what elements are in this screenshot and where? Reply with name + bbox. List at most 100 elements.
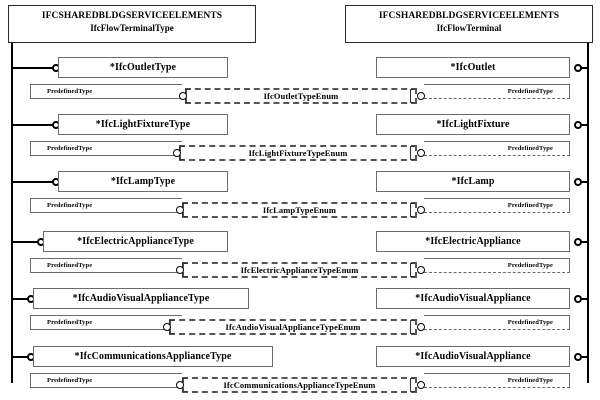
attribute-compartment-right-1: PredefinedType [424, 84, 570, 99]
class-box-left-5[interactable]: *IfcAudioVisualApplianceType [33, 288, 249, 309]
class-name-label: *IfcElectricAppliance [425, 236, 521, 247]
package-schema-name-right: IFCSHAREDBLDGSERVICEELEMENTS [378, 11, 560, 21]
class-box-right-5[interactable]: *IfcAudioVisualAppliance [376, 288, 570, 309]
enum-label: IfcLightFixtureTypeEnum [248, 148, 348, 158]
attribute-compartment-left-4: PredefinedType [30, 258, 182, 273]
attribute-compartment-left-5: PredefinedType [30, 315, 182, 330]
enum-box-6[interactable]: IfcCommunicationsApplianceTypeEnum [182, 377, 417, 393]
attribute-compartment-left-6: PredefinedType [30, 373, 182, 388]
generalization-stub-left-3 [11, 181, 56, 183]
package-root-class-right: IfcFlowTerminal [436, 22, 502, 33]
attribute-compartment-left-3: PredefinedType [30, 198, 182, 213]
enum-box-3[interactable]: IfcLampTypeEnum [182, 202, 417, 218]
generalization-trunk-left [11, 43, 13, 383]
class-box-right-4[interactable]: *IfcElectricAppliance [376, 231, 570, 252]
class-box-left-2[interactable]: *IfcLightFixtureType [58, 114, 228, 135]
package-schema-name-left: IFCSHAREDBLDGSERVICEELEMENTS [41, 11, 223, 21]
attribute-label: PredefinedType [507, 145, 553, 152]
enum-label: IfcOutletTypeEnum [263, 91, 339, 101]
generalization-stub-left-1 [11, 67, 56, 69]
class-name-label: *IfcOutlet [450, 62, 496, 73]
attribute-label: PredefinedType [507, 262, 553, 269]
class-name-label: *IfcAudioVisualApplianceType [72, 293, 210, 304]
association-end-right-2 [417, 149, 425, 157]
generalization-stub-right-2 [580, 124, 589, 126]
class-name-label: *IfcLightFixtureType [95, 119, 191, 130]
attribute-label: PredefinedType [507, 319, 553, 326]
generalization-endpoint-right-5 [574, 295, 582, 303]
association-end-left-1 [179, 92, 187, 100]
attribute-label: PredefinedType [47, 145, 93, 152]
class-name-label: *IfcLightFixture [436, 119, 510, 130]
association-bracket-right-1 [410, 89, 415, 103]
attribute-compartment-right-5: PredefinedType [424, 315, 570, 330]
class-box-right-1[interactable]: *IfcOutlet [376, 57, 570, 78]
generalization-stub-right-3 [580, 181, 589, 183]
attribute-label: PredefinedType [47, 377, 93, 384]
attribute-compartment-left-2: PredefinedType [30, 141, 182, 156]
attribute-label: PredefinedType [47, 88, 93, 95]
attribute-compartment-right-6: PredefinedType [424, 373, 570, 388]
association-end-left-4 [176, 266, 184, 274]
attribute-compartment-right-3: PredefinedType [424, 198, 570, 213]
generalization-endpoint-right-6 [574, 353, 582, 361]
generalization-endpoint-right-3 [574, 178, 582, 186]
class-name-label: *IfcAudioVisualAppliance [415, 351, 531, 362]
association-bracket-right-6 [410, 378, 415, 392]
package-root-class-left: IfcFlowTerminalType [90, 22, 174, 33]
enum-box-4[interactable]: IfcElectricApplianceTypeEnum [182, 262, 417, 278]
association-end-right-6 [417, 381, 425, 389]
association-end-left-3 [176, 206, 184, 214]
association-bracket-right-5 [410, 320, 415, 334]
class-name-label: *IfcCommunicationsApplianceType [74, 351, 232, 362]
class-box-right-3[interactable]: *IfcLamp [376, 171, 570, 192]
class-box-right-2[interactable]: *IfcLightFixture [376, 114, 570, 135]
association-bracket-right-2 [410, 146, 415, 160]
association-end-right-3 [417, 206, 425, 214]
association-end-right-1 [417, 92, 425, 100]
association-bracket-right-3 [410, 203, 415, 217]
enum-box-2[interactable]: IfcLightFixtureTypeEnum [179, 145, 417, 161]
association-end-left-5 [163, 323, 171, 331]
class-box-left-6[interactable]: *IfcCommunicationsApplianceType [33, 346, 273, 367]
attribute-label: PredefinedType [507, 88, 553, 95]
association-bracket-right-4 [410, 263, 415, 277]
generalization-endpoint-right-2 [574, 121, 582, 129]
association-end-left-6 [176, 381, 184, 389]
class-name-label: *IfcAudioVisualAppliance [415, 293, 531, 304]
generalization-stub-left-2 [11, 124, 56, 126]
attribute-label: PredefinedType [507, 377, 553, 384]
class-name-label: *IfcElectricApplianceType [77, 236, 194, 247]
generalization-endpoint-right-4 [574, 238, 582, 246]
association-end-right-5 [417, 323, 425, 331]
enum-box-5[interactable]: IfcAudioVisualApplianceTypeEnum [169, 319, 417, 335]
attribute-label: PredefinedType [47, 262, 93, 269]
class-box-right-6[interactable]: *IfcAudioVisualAppliance [376, 346, 570, 367]
enum-label: IfcAudioVisualApplianceTypeEnum [225, 322, 361, 332]
class-box-left-4[interactable]: *IfcElectricApplianceType [43, 231, 228, 252]
class-box-left-1[interactable]: *IfcOutletType [58, 57, 228, 78]
attribute-label: PredefinedType [47, 202, 93, 209]
attribute-compartment-right-4: PredefinedType [424, 258, 570, 273]
class-box-left-3[interactable]: *IfcLampType [58, 171, 228, 192]
package-header-right[interactable]: IFCSHAREDBLDGSERVICEELEMENTS IfcFlowTerm… [345, 5, 593, 43]
generalization-stub-right-6 [580, 356, 589, 358]
enum-label: IfcElectricApplianceTypeEnum [240, 265, 359, 275]
package-header-left[interactable]: IFCSHAREDBLDGSERVICEELEMENTS IfcFlowTerm… [8, 5, 256, 43]
generalization-stub-left-6 [11, 356, 31, 358]
generalization-stub-left-4 [11, 241, 41, 243]
enum-box-1[interactable]: IfcOutletTypeEnum [185, 88, 417, 104]
generalization-trunk-right [587, 43, 589, 383]
attribute-compartment-right-2: PredefinedType [424, 141, 570, 156]
class-name-label: *IfcLampType [110, 176, 176, 187]
generalization-endpoint-right-1 [574, 64, 582, 72]
association-end-right-4 [417, 266, 425, 274]
class-name-label: *IfcLamp [451, 176, 495, 187]
attribute-label: PredefinedType [507, 202, 553, 209]
association-end-left-2 [173, 149, 181, 157]
attribute-compartment-left-1: PredefinedType [30, 84, 182, 99]
class-name-label: *IfcOutletType [109, 62, 177, 73]
generalization-stub-left-5 [11, 298, 31, 300]
generalization-stub-right-4 [580, 241, 589, 243]
